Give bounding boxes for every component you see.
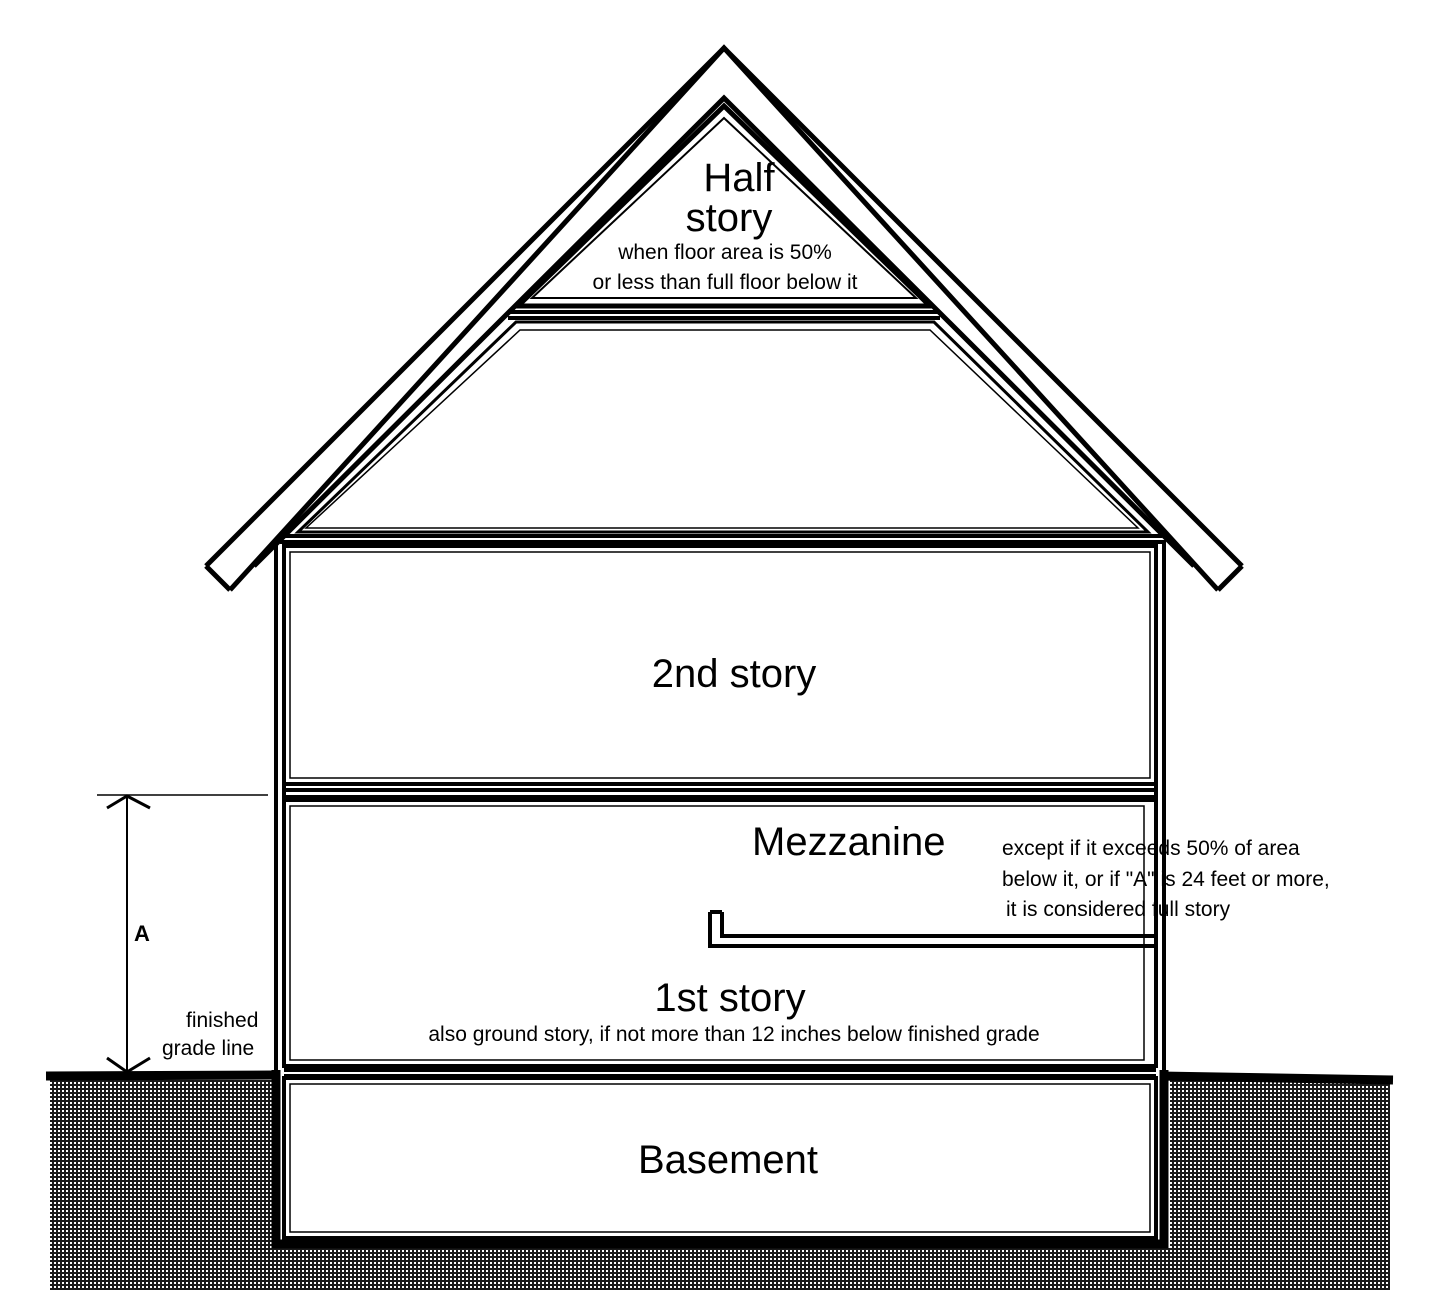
second-story-label: 2nd story [651,652,817,696]
grade-line-label-2: grade line [162,1037,255,1060]
ground-floor-slab [284,1068,1156,1078]
half-story-note-line-2: or less than full floor below it [592,271,858,294]
grade-line-label-1: finished [186,1009,259,1032]
half-story-floor [508,310,940,320]
attic-space [294,320,1152,534]
second-floor-slab [284,788,1156,799]
finished-grade-line [45,1070,1394,1085]
mezzanine-note-line-2: below it, or if "A" is 24 feet or more, [1002,868,1330,891]
half-story-title-line-1: Half [703,156,775,200]
dimension-a-label: A [134,921,150,946]
half-story-note-line-1: when floor area is 50% [618,241,832,264]
basement-room [282,1076,1158,1240]
basement-label: Basement [637,1138,819,1182]
half-story-title-line-2: story [685,196,773,240]
second-story-room [282,544,1158,786]
mezzanine-note-line-1: except if it exceeds 50% of area [1002,837,1300,860]
first-story-room [282,798,1158,1068]
mezzanine-note-line-3: it is considered full story [1006,898,1231,921]
mezzanine-label: Mezzanine [752,820,946,864]
second-story-ceiling [280,534,1162,544]
dimension-a-marker [97,794,268,1074]
mezzanine-floor [708,910,1158,948]
half-story-room [511,102,937,309]
roof [204,44,1244,592]
first-story-label: 1st story [654,976,806,1020]
first-story-note: also ground story, if not more than 12 i… [428,1023,1040,1046]
ground-soil [50,1080,1390,1290]
foundation-wall [271,1070,1169,1249]
